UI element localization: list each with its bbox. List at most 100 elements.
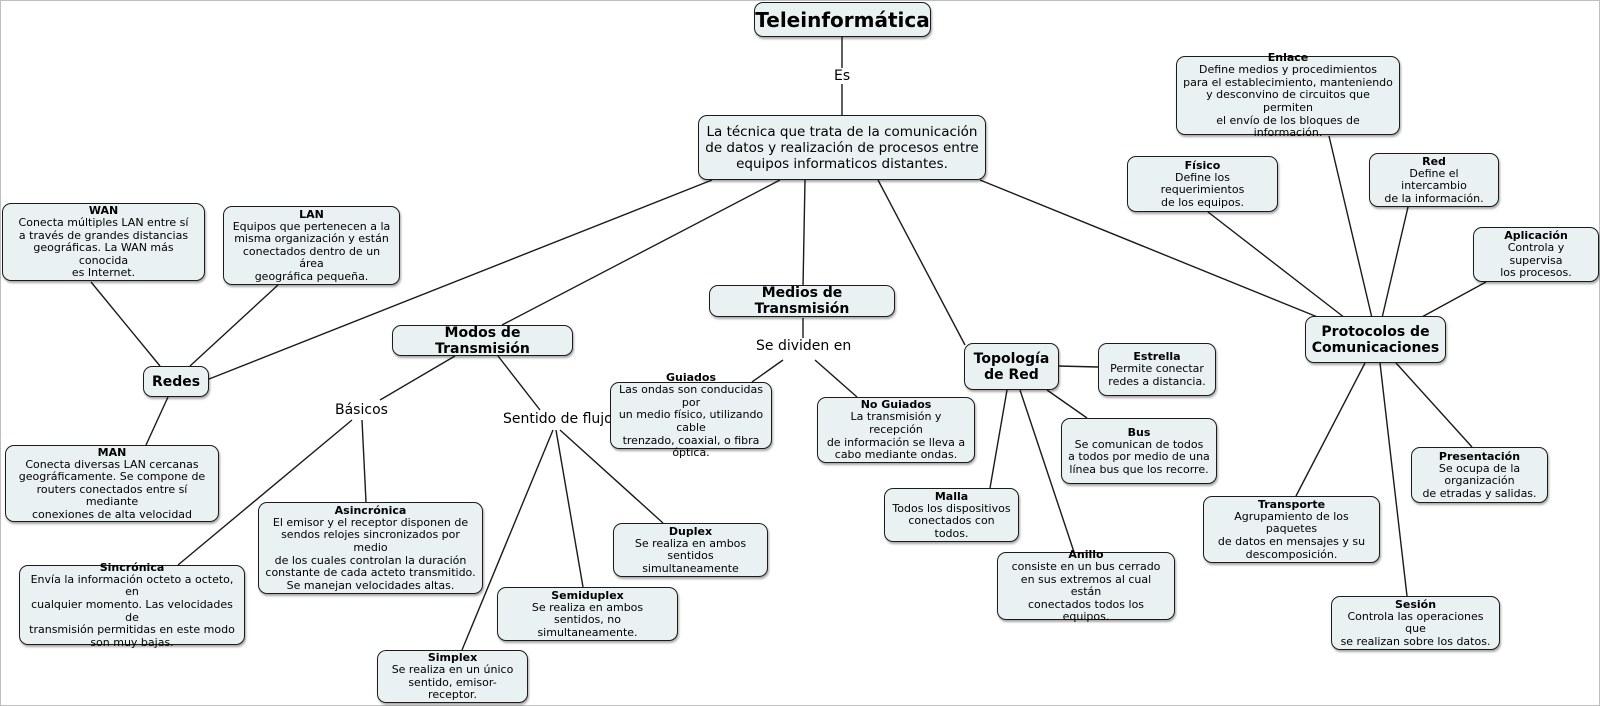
redes-node[interactable]: Redes xyxy=(143,366,209,397)
link-definition-topologia xyxy=(877,179,966,346)
redes-label: Redes xyxy=(151,373,201,390)
presentacion-title: Presentación xyxy=(1438,449,1521,463)
guiados-desc: Las ondas son conducidas por un medio fí… xyxy=(618,383,764,460)
modos-label: Modos de Transmisión xyxy=(435,324,530,357)
link-sedividen-guiados xyxy=(751,359,784,383)
bus-node[interactable]: Bus Se comunican de todos a todos por me… xyxy=(1061,418,1217,484)
link-definition-medios xyxy=(802,179,806,288)
link-definition-redes xyxy=(203,179,713,382)
sincronica-desc: Envía la información octeto a octeto, en… xyxy=(29,572,235,649)
wan-title: WAN xyxy=(88,204,119,218)
man-desc: Conecta diversas LAN cercanas geográfica… xyxy=(18,457,206,521)
semiduplex-title: Semiduplex xyxy=(551,588,624,602)
fisico-node[interactable]: Físico Define los requerimientos de los … xyxy=(1127,156,1278,212)
bus-title: Bus xyxy=(1127,425,1151,439)
duplex-title: Duplex xyxy=(668,524,713,538)
link-protocolos-sesion xyxy=(1379,362,1408,597)
simplex-node[interactable]: Simplex Se realiza en un único sentido, … xyxy=(377,650,528,703)
duplex-node[interactable]: Duplex Se realiza en ambos sentidos simu… xyxy=(613,523,768,577)
malla-title: Malla xyxy=(934,489,969,503)
man-node[interactable]: MAN Conecta diversas LAN cercanas geográ… xyxy=(5,445,219,522)
link-label-es: Es xyxy=(831,68,854,84)
aplicacion-desc: Controla y supervisa los procesos. xyxy=(1500,241,1572,280)
fisico-desc: Define los requerimientos de los equipos… xyxy=(1160,170,1245,209)
link-sedividen-noguiados xyxy=(814,359,858,398)
transporte-desc: Agrupamiento de los paquetes de datos en… xyxy=(1217,509,1366,561)
red-desc: Define el intercambio de la información. xyxy=(1384,166,1484,205)
protocolos-node[interactable]: Protocolos de Comunicaciones xyxy=(1305,316,1446,363)
link-protocolos-fisico xyxy=(1207,211,1346,319)
asincronica-desc: El emisor y el receptor disponen de send… xyxy=(265,515,476,592)
link-redes-lan xyxy=(189,284,279,367)
definition-text: La técnica que trata de la comunicación … xyxy=(705,123,979,172)
duplex-desc: Se realiza en ambos sentidos simultaneam… xyxy=(634,536,747,575)
link-protocolos-enlace xyxy=(1328,135,1373,319)
enlace-title: Enlace xyxy=(1267,51,1309,65)
link-sentido-simplex xyxy=(461,429,554,651)
guiados-node[interactable]: Guiados Las ondas son conducidas por un … xyxy=(610,371,772,459)
malla-node[interactable]: Malla Todos los dispositivos conectados … xyxy=(884,488,1019,542)
presentacion-node[interactable]: Presentación Se ocupa de la organización… xyxy=(1411,447,1548,503)
man-title: MAN xyxy=(97,445,127,459)
link-definition-protocolos xyxy=(979,179,1321,319)
definition-node[interactable]: La técnica que trata de la comunicación … xyxy=(698,115,986,180)
no-guiados-desc: La transmisión y recepción de informació… xyxy=(826,410,966,462)
sincronica-title: Sincrónica xyxy=(99,560,165,574)
aplicacion-node[interactable]: Aplicación Controla y supervisa los proc… xyxy=(1473,227,1599,282)
link-topologia-estrella xyxy=(1057,365,1099,368)
modos-transmision-node[interactable]: Modos de Transmisión xyxy=(392,324,573,357)
guiados-title: Guiados xyxy=(665,371,717,385)
anillo-title: Anillo xyxy=(1068,548,1104,562)
no-guiados-title: No Guiados xyxy=(860,398,932,412)
link-protocolos-transporte xyxy=(1295,362,1366,497)
red-node[interactable]: Red Define el intercambio de la informac… xyxy=(1369,153,1499,207)
link-sentido-duplex xyxy=(559,429,664,524)
aplicacion-title: Aplicación xyxy=(1504,229,1568,243)
malla-desc: Todos los dispositivos conectados con to… xyxy=(892,501,1011,540)
semiduplex-node[interactable]: Semiduplex Se realiza en ambos sentidos,… xyxy=(497,587,678,641)
wan-desc: Conecta múltiples LAN entre sí a través … xyxy=(18,216,189,280)
simplex-title: Simplex xyxy=(427,651,478,665)
link-sentido-semiduplex xyxy=(555,429,584,588)
fisico-title: Físico xyxy=(1184,158,1221,172)
wan-node[interactable]: WAN Conecta múltiples LAN entre sí a tra… xyxy=(2,203,205,281)
title-text: Teleinformática xyxy=(755,7,930,32)
asincronica-title: Asincrónica xyxy=(334,503,407,517)
asincronica-node[interactable]: Asincrónica El emisor y el receptor disp… xyxy=(258,502,483,594)
sesion-title: Sesión xyxy=(1394,597,1437,611)
anillo-desc: consiste en un bus cerrado en sus extrem… xyxy=(1011,560,1161,624)
estrella-title: Estrella xyxy=(1133,350,1181,364)
link-protocolos-presentacion xyxy=(1395,362,1473,448)
link-redes-man xyxy=(145,396,169,446)
estrella-desc: Permite conectar redes a distancia. xyxy=(1108,362,1206,388)
sesion-desc: Controla las operaciones que se realizan… xyxy=(1340,609,1491,648)
link-definition-modos xyxy=(501,179,781,326)
sincronica-node[interactable]: Sincrónica Envía la información octeto a… xyxy=(19,561,245,648)
link-label-sentido: Sentido de flujo xyxy=(500,411,616,427)
no-guiados-node[interactable]: No Guiados La transmisión y recepción de… xyxy=(817,397,975,463)
medios-label: Medios de Transmisión xyxy=(754,285,850,317)
title-node[interactable]: Teleinformática xyxy=(754,2,931,37)
topologia-label: Topología de Red xyxy=(973,350,1050,383)
link-label-basicos: Básicos xyxy=(332,402,391,418)
simplex-desc: Se realiza en un único sentido, emisor-r… xyxy=(391,663,514,702)
topologia-node[interactable]: Topología de Red xyxy=(964,343,1059,390)
transporte-node[interactable]: Transporte Agrupamiento de los paquetes … xyxy=(1203,496,1380,563)
semiduplex-desc: Se realiza en ambos sentidos, no simulta… xyxy=(531,600,644,639)
medios-transmision-node[interactable]: Medios de Transmisión xyxy=(709,285,895,317)
protocolos-label: Protocolos de Comunicaciones xyxy=(1311,323,1440,356)
link-protocolos-red xyxy=(1381,206,1409,319)
sesion-node[interactable]: Sesión Controla las operaciones que se r… xyxy=(1331,596,1500,650)
lan-node[interactable]: LAN Equipos que pertenecen a la misma or… xyxy=(223,206,400,285)
link-label-se-dividen: Se dividen en xyxy=(753,338,855,354)
lan-title: LAN xyxy=(299,207,324,221)
anillo-node[interactable]: Anillo consiste en un bus cerrado en sus… xyxy=(997,548,1175,623)
estrella-node[interactable]: Estrella Permite conectar redes a distan… xyxy=(1098,343,1216,396)
link-topologia-anillo xyxy=(1019,389,1075,553)
link-protocolos-aplicacion xyxy=(1419,281,1487,319)
enlace-desc: Define medios y procedimientos para el e… xyxy=(1183,63,1393,140)
enlace-node[interactable]: Enlace Define medios y procedimientos pa… xyxy=(1176,51,1400,139)
presentacion-desc: Se ocupa de la organización de etradas y… xyxy=(1422,461,1537,500)
link-redes-wan xyxy=(90,281,161,367)
